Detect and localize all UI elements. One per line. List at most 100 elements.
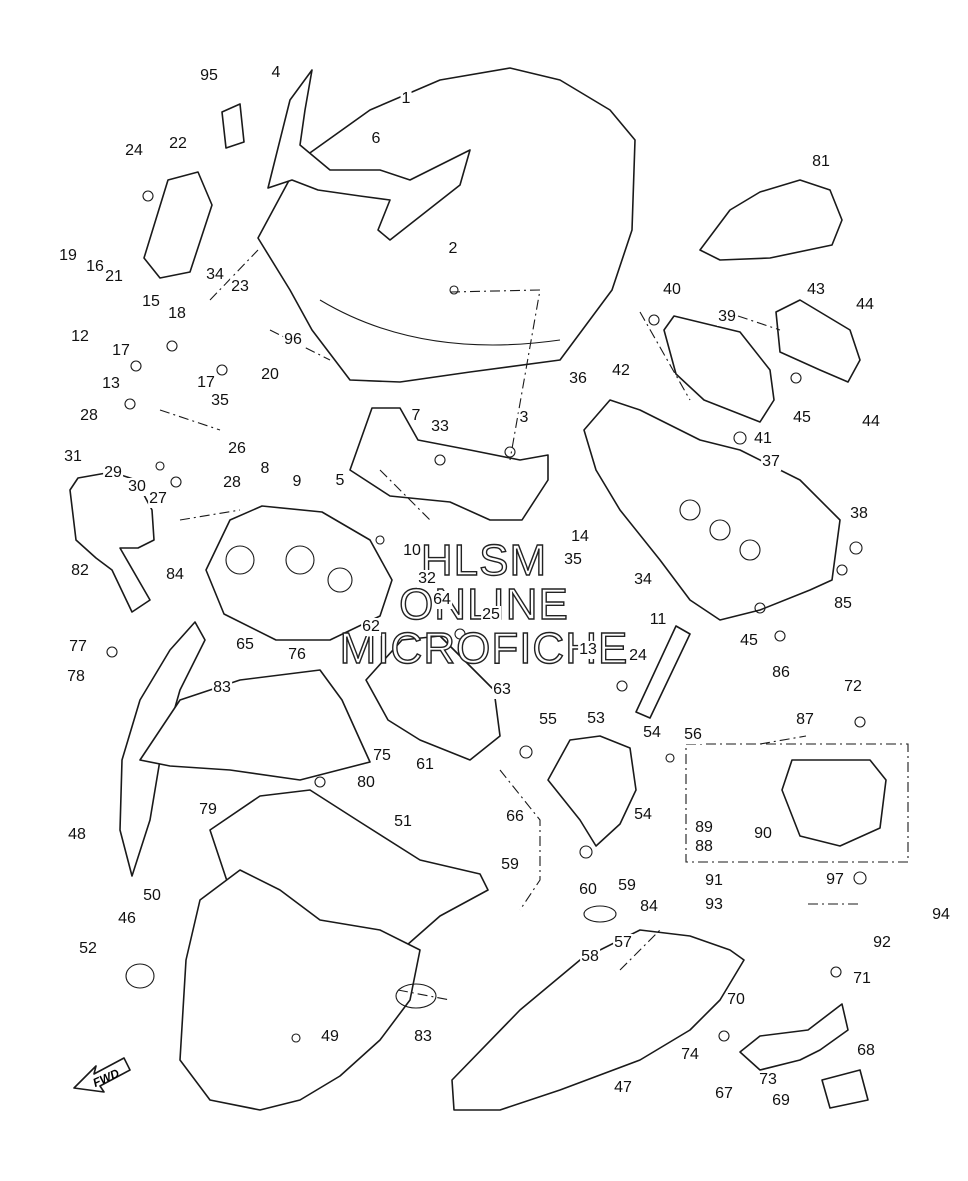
callout-22[interactable]: 22 — [168, 135, 188, 153]
callout-46[interactable]: 46 — [117, 910, 137, 928]
callout-88[interactable]: 88 — [694, 838, 714, 856]
callout-54b[interactable]: 54 — [633, 806, 653, 824]
callout-57[interactable]: 57 — [613, 934, 633, 952]
callout-5[interactable]: 5 — [334, 472, 346, 490]
callout-94[interactable]: 94 — [931, 906, 951, 924]
callout-18[interactable]: 18 — [167, 305, 187, 323]
callout-40[interactable]: 40 — [662, 281, 682, 299]
callout-48[interactable]: 48 — [67, 826, 87, 844]
callout-43[interactable]: 43 — [806, 281, 826, 299]
callout-78[interactable]: 78 — [66, 668, 86, 686]
callout-24b[interactable]: 24 — [628, 647, 648, 665]
callout-1[interactable]: 1 — [400, 90, 412, 108]
callout-26[interactable]: 26 — [227, 440, 247, 458]
callout-28a[interactable]: 28 — [79, 407, 99, 425]
callout-3[interactable]: 3 — [518, 409, 530, 427]
callout-17a[interactable]: 17 — [111, 342, 131, 360]
callout-13a[interactable]: 13 — [101, 375, 121, 393]
callout-38[interactable]: 38 — [849, 505, 869, 523]
callout-30[interactable]: 30 — [127, 478, 147, 496]
callout-17b[interactable]: 17 — [196, 374, 216, 392]
callout-11[interactable]: 11 — [648, 611, 668, 629]
callout-81[interactable]: 81 — [811, 153, 831, 171]
callout-44b[interactable]: 44 — [861, 413, 881, 431]
callout-35a[interactable]: 35 — [210, 392, 230, 410]
callout-36[interactable]: 36 — [568, 370, 588, 388]
callout-68[interactable]: 68 — [856, 1042, 876, 1060]
callout-29[interactable]: 29 — [103, 464, 123, 482]
callout-80[interactable]: 80 — [356, 774, 376, 792]
callout-34a[interactable]: 34 — [205, 266, 225, 284]
callout-93[interactable]: 93 — [704, 896, 724, 914]
callout-62[interactable]: 62 — [361, 618, 381, 636]
callout-70[interactable]: 70 — [726, 991, 746, 1009]
callout-64[interactable]: 64 — [432, 591, 452, 609]
callout-66[interactable]: 66 — [505, 808, 525, 826]
callout-8[interactable]: 8 — [259, 460, 271, 478]
callout-9[interactable]: 9 — [291, 473, 303, 491]
callout-61[interactable]: 61 — [415, 756, 435, 774]
callout-4[interactable]: 4 — [270, 64, 282, 82]
callout-69[interactable]: 69 — [771, 1092, 791, 1110]
callout-10[interactable]: 10 — [402, 542, 422, 560]
callout-25[interactable]: 25 — [481, 606, 501, 624]
callout-83b[interactable]: 83 — [413, 1028, 433, 1046]
callout-19[interactable]: 19 — [58, 247, 78, 265]
callout-33[interactable]: 33 — [430, 418, 450, 436]
callout-82[interactable]: 82 — [70, 562, 90, 580]
callout-45a[interactable]: 45 — [792, 409, 812, 427]
callout-84b[interactable]: 84 — [639, 898, 659, 916]
callout-13b[interactable]: 13 — [578, 641, 598, 659]
callout-79[interactable]: 79 — [198, 801, 218, 819]
callout-75[interactable]: 75 — [372, 747, 392, 765]
callout-27[interactable]: 27 — [148, 490, 168, 508]
callout-24a[interactable]: 24 — [124, 142, 144, 160]
callout-31[interactable]: 31 — [63, 448, 83, 466]
callout-53[interactable]: 53 — [586, 710, 606, 728]
callout-86[interactable]: 86 — [771, 664, 791, 682]
callout-14[interactable]: 14 — [570, 528, 590, 546]
callout-65[interactable]: 65 — [235, 636, 255, 654]
callout-89[interactable]: 89 — [694, 819, 714, 837]
callout-67[interactable]: 67 — [714, 1085, 734, 1103]
callout-49[interactable]: 49 — [320, 1028, 340, 1046]
callout-45b[interactable]: 45 — [739, 632, 759, 650]
callout-42[interactable]: 42 — [611, 362, 631, 380]
callout-85[interactable]: 85 — [833, 595, 853, 613]
callout-28b[interactable]: 28 — [222, 474, 242, 492]
callout-72[interactable]: 72 — [843, 678, 863, 696]
callout-34b[interactable]: 34 — [633, 571, 653, 589]
callout-44a[interactable]: 44 — [855, 296, 875, 314]
callout-12[interactable]: 12 — [70, 328, 90, 346]
callout-71[interactable]: 71 — [852, 970, 872, 988]
callout-2[interactable]: 2 — [447, 240, 459, 258]
callout-76[interactable]: 76 — [287, 646, 307, 664]
callout-20[interactable]: 20 — [260, 366, 280, 384]
callout-55[interactable]: 55 — [538, 711, 558, 729]
callout-77[interactable]: 77 — [68, 638, 88, 656]
callout-96[interactable]: 96 — [283, 331, 303, 349]
callout-16[interactable]: 16 — [85, 258, 105, 276]
callout-84a[interactable]: 84 — [165, 566, 185, 584]
callout-15[interactable]: 15 — [141, 293, 161, 311]
callout-59b[interactable]: 59 — [617, 877, 637, 895]
callout-47[interactable]: 47 — [613, 1079, 633, 1097]
callout-39[interactable]: 39 — [717, 308, 737, 326]
callout-52[interactable]: 52 — [78, 940, 98, 958]
callout-73[interactable]: 73 — [758, 1071, 778, 1089]
callout-7[interactable]: 7 — [410, 407, 422, 425]
callout-6[interactable]: 6 — [370, 130, 382, 148]
callout-63[interactable]: 63 — [492, 681, 512, 699]
callout-74[interactable]: 74 — [680, 1046, 700, 1064]
callout-54a[interactable]: 54 — [642, 724, 662, 742]
callout-92[interactable]: 92 — [872, 934, 892, 952]
callout-59a[interactable]: 59 — [500, 856, 520, 874]
callout-91[interactable]: 91 — [704, 872, 724, 890]
callout-58[interactable]: 58 — [580, 948, 600, 966]
callout-50[interactable]: 50 — [142, 887, 162, 905]
callout-51[interactable]: 51 — [393, 813, 413, 831]
callout-21[interactable]: 21 — [104, 268, 124, 286]
callout-97[interactable]: 97 — [825, 871, 845, 889]
callout-60[interactable]: 60 — [578, 881, 598, 899]
callout-35b[interactable]: 35 — [563, 551, 583, 569]
